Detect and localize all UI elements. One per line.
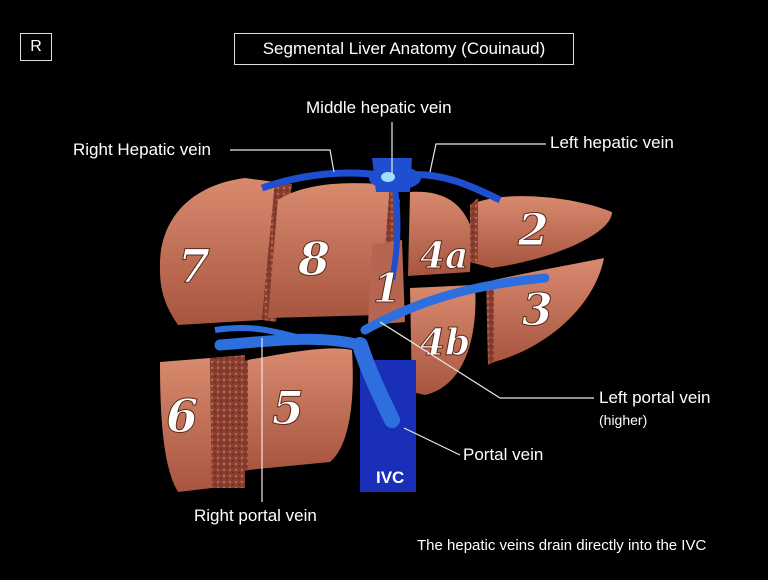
leader-right-hepatic <box>230 149 335 173</box>
segment-label-6: 6 <box>166 389 198 443</box>
segment-label-5: 5 <box>272 381 304 435</box>
right-hepatic-vein-path <box>260 169 381 192</box>
label-middle-hepatic-vein: Middle hepatic vein <box>306 98 452 117</box>
label-right-hepatic-vein: Right Hepatic vein <box>73 140 211 159</box>
label-right-portal-vein: Right portal vein <box>194 506 317 525</box>
segment-label-2: 2 <box>517 205 549 256</box>
segment-4a-lobe <box>408 191 472 276</box>
segment-3-cut <box>486 280 494 365</box>
segment-6-cut <box>210 355 245 488</box>
left-portal-vein-path <box>360 273 550 335</box>
segment-label-1: 1 <box>373 265 401 312</box>
segment-6-lobe <box>160 358 212 492</box>
label-left-hepatic-vein: Left hepatic vein <box>550 133 674 152</box>
label-left-portal-vein: Left portal vein <box>599 388 711 407</box>
segment-2-lobe <box>470 196 612 268</box>
orientation-badge: R <box>20 33 52 61</box>
segment-label-7: 7 <box>178 239 210 293</box>
segment-5-cut <box>240 360 248 472</box>
segment-8-lobe <box>268 183 390 318</box>
leader-portal <box>403 427 461 456</box>
segment-7-lobe <box>159 178 275 325</box>
right-portal-branch <box>214 325 301 341</box>
caption: The hepatic veins drain directly into th… <box>417 537 707 554</box>
leader-left-hepatic <box>429 143 546 173</box>
segment-label-4a: 4a <box>420 235 468 277</box>
hepatic-confluence <box>369 166 421 190</box>
segment-label-8: 8 <box>297 232 330 286</box>
diagram-title: Segmental Liver Anatomy (Couinaud) <box>234 33 574 65</box>
segment-2-cut <box>470 198 478 262</box>
leader-left-portal <box>379 321 594 399</box>
segment-label-4b: 4b <box>420 322 470 364</box>
ivc-label: IVC <box>376 468 404 487</box>
segment-5-lobe <box>248 348 353 470</box>
segment-4b-lobe <box>410 285 476 395</box>
label-portal-vein: Portal vein <box>463 445 544 464</box>
portal-trunk-path <box>352 337 400 428</box>
right-portal-vein-path <box>214 333 366 351</box>
segment-label-3: 3 <box>522 285 553 336</box>
label-left-portal-vein-note: (higher) <box>599 412 648 428</box>
